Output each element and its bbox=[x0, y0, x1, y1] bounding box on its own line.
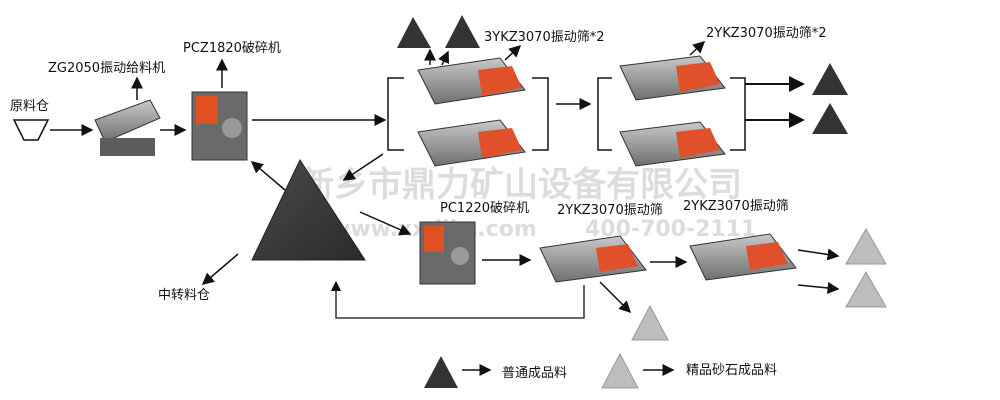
legend-fine-label: 精品砂石成品料 bbox=[686, 363, 777, 378]
screen-2yk-top-label: 2YKZ3070振动筛*2 bbox=[706, 26, 827, 41]
screen-3yk-group: 3YKZ3070振动筛*2 bbox=[387, 15, 605, 167]
legend-fine-swatch bbox=[601, 352, 639, 389]
return-loop bbox=[330, 280, 585, 319]
screen-2yk-a-label: 2YKZ3070振动筛 bbox=[557, 203, 663, 218]
product-triangle-dark bbox=[397, 17, 431, 48]
transfer-bin: 中转料仓 bbox=[158, 153, 412, 303]
product-triangle-dark bbox=[445, 15, 480, 48]
crusher-main: PCZ1820破碎机 bbox=[183, 41, 387, 161]
crusher-second: PC1220破碎机 bbox=[419, 201, 532, 285]
product-triangle-light bbox=[631, 304, 669, 341]
crusher-main-label: PCZ1820破碎机 bbox=[183, 41, 281, 56]
product-triangle-dark bbox=[812, 103, 848, 134]
screen-2yk-b: 2YKZ3070振动筛 bbox=[683, 199, 887, 308]
product-triangle-light bbox=[845, 227, 887, 265]
raw-bin-label: 原料仓 bbox=[10, 99, 49, 114]
screen-2yk-top-group: 2YKZ3070振动筛*2 bbox=[597, 26, 848, 167]
legend: 普通成品料 精品砂石成品料 bbox=[424, 352, 777, 389]
screen-2yk-a: 2YKZ3070振动筛 bbox=[539, 203, 688, 341]
screen-2yk-b-label: 2YKZ3070振动筛 bbox=[683, 199, 789, 214]
legend-normal-label: 普通成品料 bbox=[502, 366, 567, 381]
transfer-bin-label: 中转料仓 bbox=[158, 288, 210, 303]
watermark-company: 新乡市鼎力矿山设备有限公司 bbox=[300, 165, 742, 205]
product-triangle-light bbox=[845, 270, 887, 308]
product-triangle-dark bbox=[812, 63, 848, 95]
screen-3yk-label: 3YKZ3070振动筛*2 bbox=[484, 30, 605, 45]
raw-bin: 原料仓 bbox=[10, 99, 94, 141]
feeder: ZG2050振动给料机 bbox=[48, 61, 187, 156]
legend-normal-swatch bbox=[424, 356, 458, 388]
crusher-second-label: PC1220破碎机 bbox=[440, 201, 529, 216]
feeder-label: ZG2050振动给料机 bbox=[48, 61, 165, 76]
